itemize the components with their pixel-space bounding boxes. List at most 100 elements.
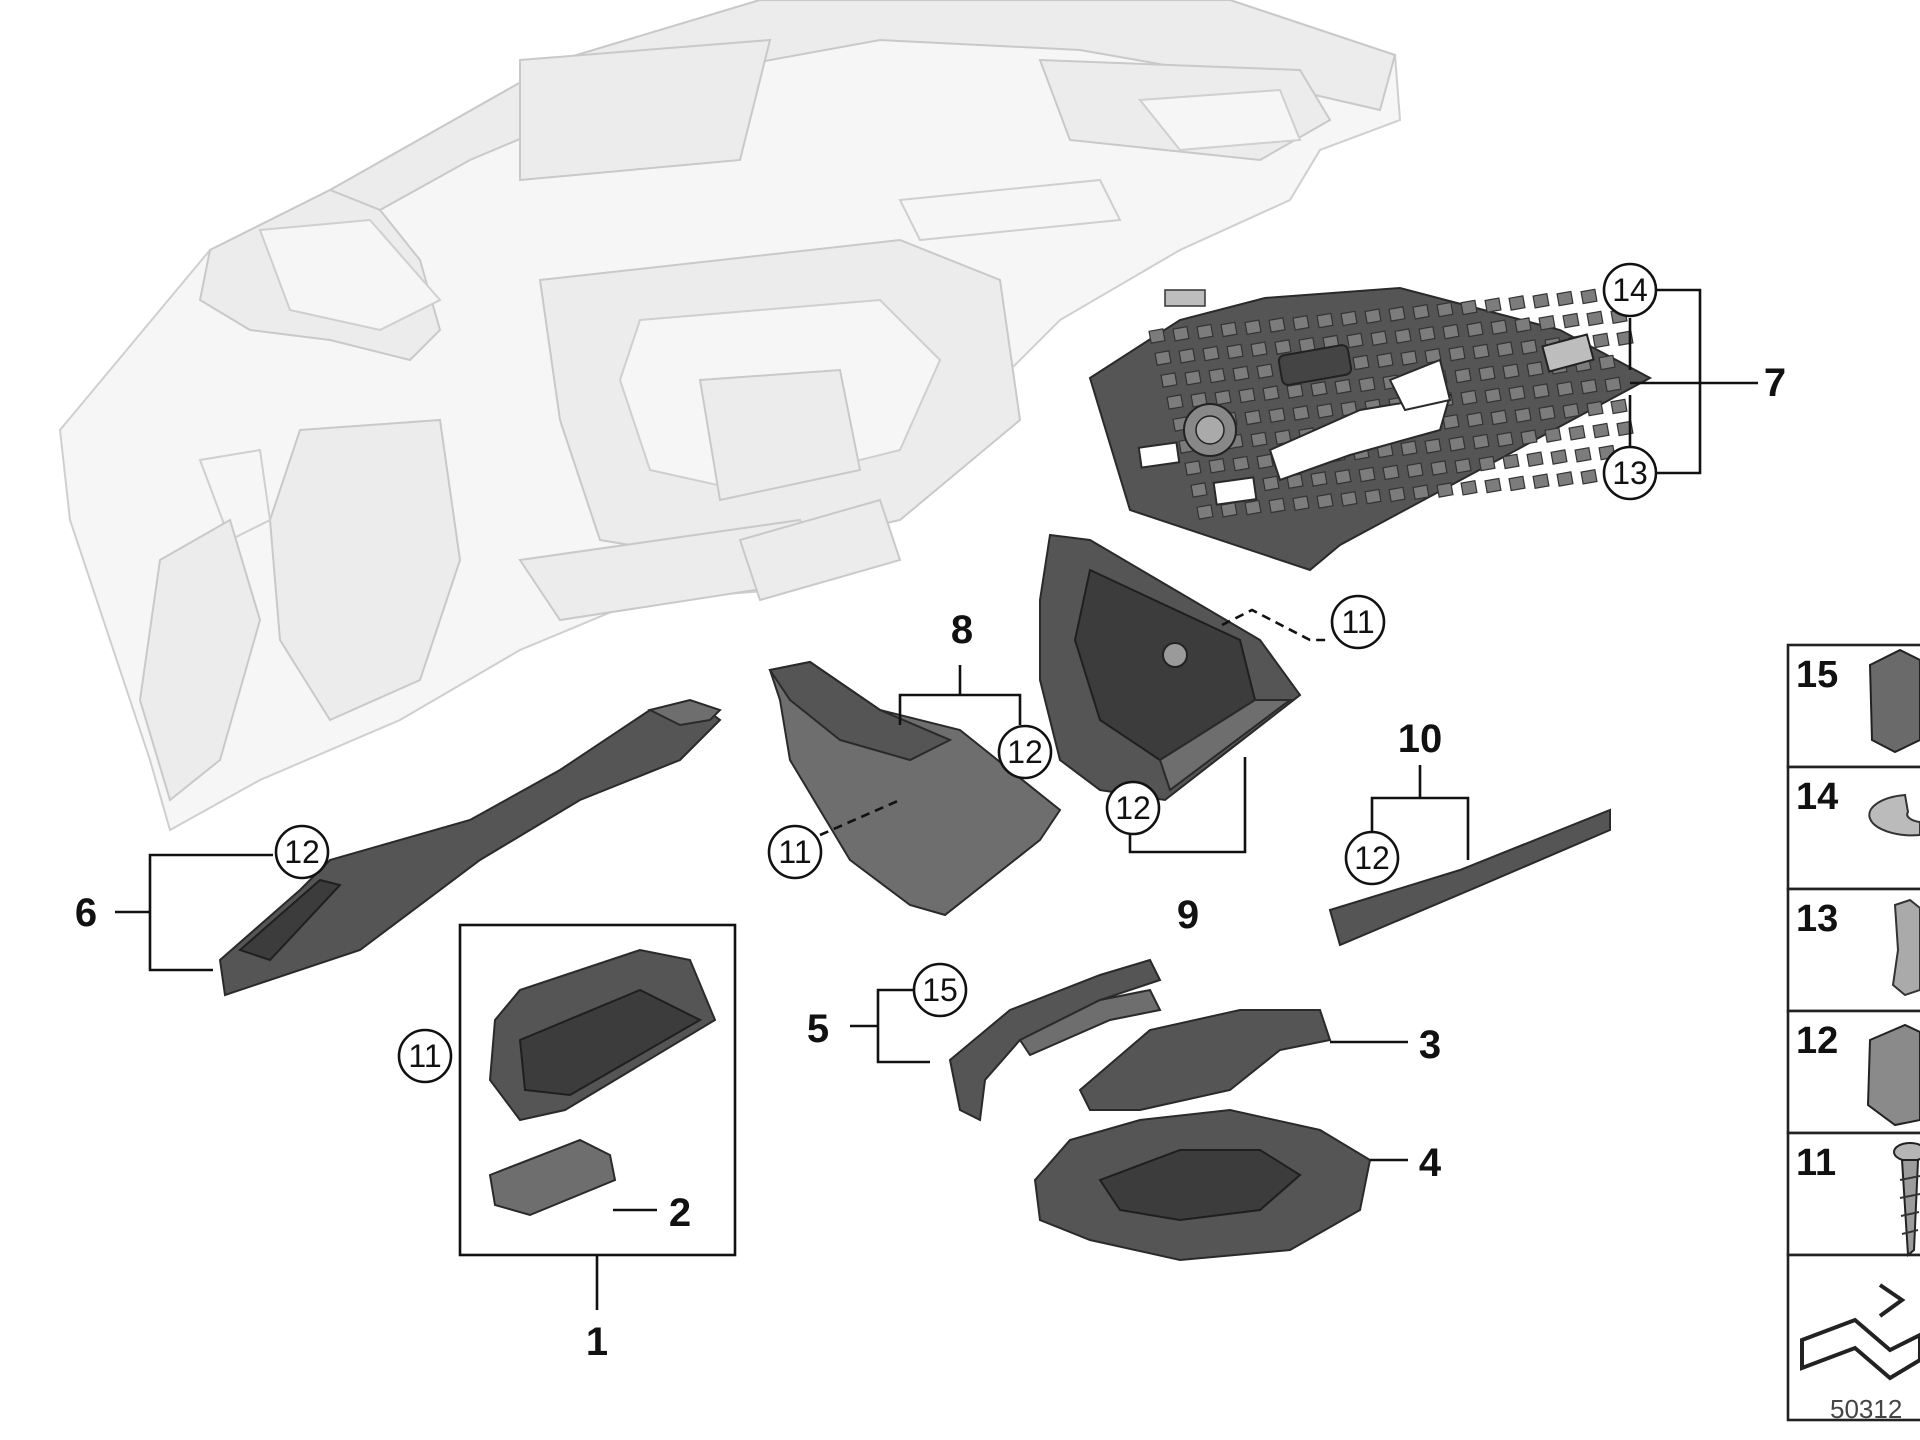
part-number-6: 6 xyxy=(75,891,97,935)
mat-cell xyxy=(1202,345,1220,362)
mat-cell xyxy=(1292,495,1310,512)
mat-cell xyxy=(1556,290,1574,307)
mat-cell xyxy=(1310,380,1328,397)
mat-cell xyxy=(1262,475,1280,492)
svg-text:15: 15 xyxy=(922,972,958,1008)
mat-cell xyxy=(1472,343,1490,360)
mat-cell xyxy=(1586,310,1604,327)
mat-cell xyxy=(1526,361,1544,377)
mat-cell xyxy=(1394,328,1412,344)
mat-cell xyxy=(1346,332,1364,349)
mat-cell xyxy=(1508,475,1526,492)
mat-cell xyxy=(1484,477,1502,494)
svg-text:12: 12 xyxy=(1007,734,1043,770)
mat-cell xyxy=(1460,299,1478,316)
mat-cell xyxy=(1532,292,1550,309)
mat-cell xyxy=(1232,365,1250,382)
mat-cell xyxy=(1598,354,1616,371)
part-number-10: 10 xyxy=(1398,717,1443,761)
mat-cell xyxy=(1550,449,1568,465)
part-bracket xyxy=(948,958,1162,1122)
part-number-7: 7 xyxy=(1764,361,1786,405)
mat-cell xyxy=(1466,411,1484,428)
mat-cell xyxy=(1418,325,1436,342)
mat-cell xyxy=(1250,431,1268,448)
svg-text:11: 11 xyxy=(778,834,811,870)
leader-lines xyxy=(115,288,1758,1310)
mat-cell xyxy=(1256,363,1274,380)
mat-cell xyxy=(1478,365,1496,382)
svg-text:14: 14 xyxy=(1612,272,1648,308)
mat-cell xyxy=(1436,301,1454,318)
mat-cell xyxy=(1184,460,1202,476)
mat-cell xyxy=(1352,354,1370,371)
mat-cell xyxy=(1520,429,1538,446)
mat-cell xyxy=(1160,372,1178,388)
mat-cell xyxy=(1490,319,1508,336)
mat-cell xyxy=(1286,383,1304,399)
mat-cell xyxy=(1448,435,1466,452)
mat-cell xyxy=(1460,389,1478,406)
mat-cell xyxy=(1310,471,1328,487)
part-steering-trim-lower xyxy=(1033,1108,1372,1262)
mat-cell xyxy=(1184,369,1202,386)
mat-cell xyxy=(1268,407,1286,424)
mat-cell xyxy=(1166,394,1184,410)
part-insulation-mat xyxy=(1088,286,1653,572)
mat-cell xyxy=(1238,387,1256,404)
mat-cell xyxy=(1292,314,1310,331)
mat-cell xyxy=(1466,321,1484,338)
mat-cell xyxy=(1376,352,1394,369)
spring-nut-icon xyxy=(1866,1023,1920,1127)
mat-cell xyxy=(1508,385,1526,402)
rivet-icon xyxy=(1891,898,1920,997)
mat-cell xyxy=(1484,387,1502,404)
mat-cell xyxy=(1340,310,1358,327)
mat-cell xyxy=(1334,468,1352,485)
mat-cell xyxy=(1364,488,1382,505)
mat-cell xyxy=(1568,424,1586,441)
mat-cell xyxy=(1514,317,1532,333)
mat-cell xyxy=(1478,455,1496,472)
mat-cell xyxy=(1574,446,1592,463)
mat-cell xyxy=(1424,438,1442,454)
fastener-table: 15 14 13 12 11 xyxy=(1786,643,1920,1422)
mat-cell xyxy=(1580,288,1598,305)
svg-text:13: 13 xyxy=(1612,455,1648,491)
callout-11-c: 11 xyxy=(397,1028,453,1084)
mat-cell xyxy=(1148,328,1166,344)
mat-cell xyxy=(1364,308,1382,325)
part-glovebox-lid xyxy=(488,1138,617,1217)
mat-cell xyxy=(1190,482,1208,498)
mat-cell xyxy=(1442,413,1460,430)
part-number-5: 5 xyxy=(807,1007,829,1051)
mat-cell xyxy=(1496,341,1514,358)
mat-cell xyxy=(1532,383,1550,399)
fastener-label-11: 11 xyxy=(1796,1142,1836,1184)
mat-cell xyxy=(1316,402,1334,419)
callout-15: 15 xyxy=(912,962,968,1018)
mat-cell xyxy=(1196,504,1214,520)
mat-cell xyxy=(1556,380,1574,397)
mat-cell xyxy=(1292,405,1310,421)
mat-cell xyxy=(1448,345,1466,362)
mat-cell xyxy=(1460,479,1478,496)
part-number-3: 3 xyxy=(1419,1023,1441,1067)
mat-cell xyxy=(1490,409,1508,426)
mat-cell xyxy=(1442,323,1460,340)
mat-cell xyxy=(1208,457,1226,474)
mat-cell xyxy=(1520,339,1538,355)
mat-cell xyxy=(1562,402,1580,419)
mat-cell xyxy=(1340,490,1358,507)
mat-cell xyxy=(1562,312,1580,329)
mat-cell xyxy=(1472,433,1490,450)
mat-cell xyxy=(1196,323,1214,340)
arrow-icon xyxy=(1878,1283,1906,1318)
mat-cell xyxy=(1220,321,1238,338)
mat-cell xyxy=(1388,306,1406,322)
svg-text:11: 11 xyxy=(408,1038,441,1074)
dashboard-ghost xyxy=(58,0,1402,832)
mat-cell xyxy=(1580,378,1598,395)
mat-cell xyxy=(1406,462,1424,479)
mat-cell xyxy=(1436,482,1454,498)
